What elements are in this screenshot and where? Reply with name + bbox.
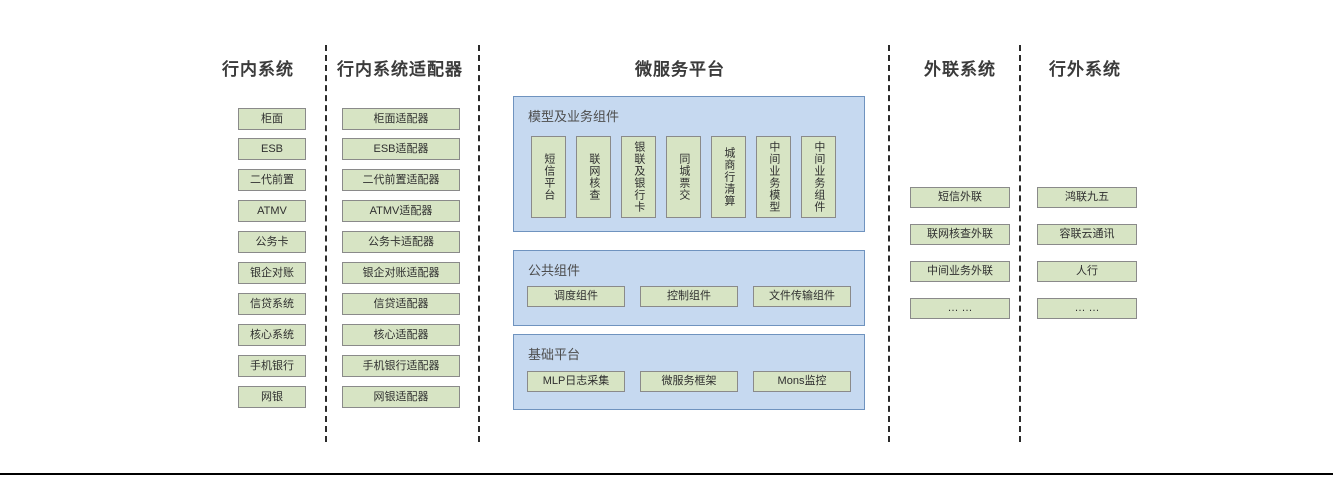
node-internal-adapter[interactable]: 银企对账适配器 — [342, 262, 460, 284]
panel-title-public-components: 公共组件 — [528, 263, 581, 278]
node-internal-adapter[interactable]: ATMV适配器 — [342, 200, 460, 222]
node-model-component[interactable]: 中间业务模型 — [756, 136, 791, 218]
node-internal-system[interactable]: 网银 — [238, 386, 306, 408]
column-title-external-link-systems: 外联系统 — [924, 60, 996, 79]
node-internal-adapter[interactable]: 二代前置适配器 — [342, 169, 460, 191]
node-internal-system[interactable]: ATMV — [238, 200, 306, 222]
node-internal-system[interactable]: 信贷系统 — [238, 293, 306, 315]
node-internal-adapter[interactable]: 柜面适配器 — [342, 108, 460, 130]
node-base-platform-component[interactable]: MLP日志采集 — [527, 371, 625, 392]
node-base-platform-component[interactable]: Mons监控 — [753, 371, 851, 392]
node-model-component[interactable]: 短信平台 — [531, 136, 566, 218]
node-internal-adapter[interactable]: ESB适配器 — [342, 138, 460, 160]
node-public-component[interactable]: 文件传输组件 — [753, 286, 851, 307]
node-internal-adapter[interactable]: 网银适配器 — [342, 386, 460, 408]
panel-title-base-platform: 基础平台 — [528, 347, 581, 362]
divider-3 — [888, 45, 890, 442]
node-model-component[interactable]: 联网核查 — [576, 136, 611, 218]
node-internal-system[interactable]: 核心系统 — [238, 324, 306, 346]
node-outside-bank-system[interactable]: … … — [1037, 298, 1137, 319]
bottom-divider — [0, 473, 1333, 475]
node-model-component[interactable]: 城商行清算 — [711, 136, 746, 218]
node-public-component[interactable]: 控制组件 — [640, 286, 738, 307]
node-external-link-system[interactable]: 短信外联 — [910, 187, 1010, 208]
node-internal-adapter[interactable]: 信贷适配器 — [342, 293, 460, 315]
node-model-component[interactable]: 同城票交 — [666, 136, 701, 218]
node-internal-adapter[interactable]: 公务卡适配器 — [342, 231, 460, 253]
node-base-platform-component[interactable]: 微服务框架 — [640, 371, 738, 392]
divider-2 — [478, 45, 480, 442]
node-internal-system[interactable]: 手机银行 — [238, 355, 306, 377]
node-model-component[interactable]: 中间业务组件 — [801, 136, 836, 218]
node-outside-bank-system[interactable]: 容联云通讯 — [1037, 224, 1137, 245]
node-internal-system[interactable]: 二代前置 — [238, 169, 306, 191]
node-internal-adapter[interactable]: 手机银行适配器 — [342, 355, 460, 377]
node-external-link-system[interactable]: … … — [910, 298, 1010, 319]
node-public-component[interactable]: 调度组件 — [527, 286, 625, 307]
node-internal-system[interactable]: 公务卡 — [238, 231, 306, 253]
node-model-component[interactable]: 银联及银行卡 — [621, 136, 656, 218]
node-outside-bank-system[interactable]: 鸿联九五 — [1037, 187, 1137, 208]
column-title-outside-bank-systems: 行外系统 — [1049, 60, 1121, 79]
panel-title-model-business-components: 模型及业务组件 — [528, 109, 620, 124]
node-outside-bank-system[interactable]: 人行 — [1037, 261, 1137, 282]
node-internal-system[interactable]: 柜面 — [238, 108, 306, 130]
column-title-internal-adapters: 行内系统适配器 — [337, 60, 463, 79]
node-internal-adapter[interactable]: 核心适配器 — [342, 324, 460, 346]
column-title-microservice-platform: 微服务平台 — [635, 60, 725, 79]
column-title-internal-systems: 行内系统 — [222, 60, 294, 79]
node-internal-system[interactable]: ESB — [238, 138, 306, 160]
divider-1 — [325, 45, 327, 442]
divider-4 — [1019, 45, 1021, 442]
node-external-link-system[interactable]: 中间业务外联 — [910, 261, 1010, 282]
node-internal-system[interactable]: 银企对账 — [238, 262, 306, 284]
node-external-link-system[interactable]: 联网核查外联 — [910, 224, 1010, 245]
